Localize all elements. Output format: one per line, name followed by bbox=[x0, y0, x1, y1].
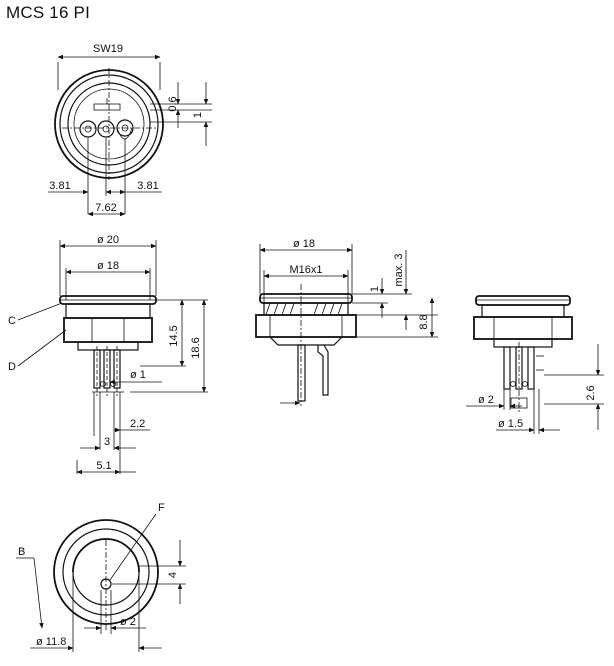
side-view-right: ø 2 ø 1.5 2.6 bbox=[466, 295, 604, 434]
thread-body bbox=[481, 304, 565, 318]
label-3-81-right: 3.81 bbox=[137, 180, 158, 192]
leader-b bbox=[33, 557, 44, 629]
label-max3: max. 3 bbox=[393, 253, 405, 286]
hex-nut bbox=[63, 317, 153, 343]
label-phi11-8: ø 11.8 bbox=[36, 636, 66, 648]
front-view: SW19 0.6 1 3.81 3.81 7.62 bbox=[48, 43, 212, 217]
label-8-8: 8.8 bbox=[418, 314, 430, 329]
back-body bbox=[77, 341, 139, 351]
pin-hole bbox=[100, 381, 106, 387]
pin-left-core bbox=[84, 125, 92, 133]
callout-f: F bbox=[158, 502, 165, 514]
label-phi18-left: ø 18 bbox=[97, 260, 119, 272]
label-phi2-right: ø 2 bbox=[478, 394, 494, 406]
back-body bbox=[269, 336, 343, 346]
pin-bent bbox=[317, 344, 329, 396]
label-3: 3 bbox=[104, 436, 110, 448]
leader-c bbox=[17, 302, 63, 321]
label-m16x1: M16x1 bbox=[289, 264, 322, 276]
label-1-top: 1 bbox=[192, 112, 204, 118]
label-phi18-mid: ø 18 bbox=[293, 238, 315, 250]
drawing-title: MCS 16 PI bbox=[6, 3, 90, 22]
leader-d bbox=[17, 329, 67, 367]
hex-nut bbox=[255, 314, 357, 338]
pin-left bbox=[79, 120, 97, 138]
pin bbox=[503, 346, 511, 390]
key-slot bbox=[93, 103, 121, 111]
label-4: 4 bbox=[167, 572, 179, 578]
pin-right bbox=[116, 119, 134, 137]
pin-center-core bbox=[102, 125, 110, 133]
label-0-6: 0.6 bbox=[167, 96, 179, 111]
label-phi1-5: ø 1.5 bbox=[498, 418, 523, 430]
label-phi2-bottom: ø 2 bbox=[120, 616, 136, 628]
flange bbox=[475, 295, 571, 306]
flange bbox=[259, 293, 353, 304]
callout-c: C bbox=[8, 315, 16, 327]
label-18-6: 18.6 bbox=[190, 337, 202, 358]
pin-hole bbox=[510, 381, 516, 387]
thread-hatch bbox=[265, 302, 343, 316]
pin bbox=[297, 344, 306, 402]
panel-cutout-view: F B 4 ø 2 ø 11.8 bbox=[16, 502, 186, 652]
thread-body bbox=[65, 303, 151, 319]
label-phi1: ø 1 bbox=[130, 369, 146, 381]
pin-end bbox=[510, 397, 528, 409]
side-view-left: ø 20 ø 18 14.5 18.6 ø 1 2.2 3 5.1 C D bbox=[8, 234, 208, 475]
hex-nut bbox=[473, 316, 573, 340]
label-14-5: 14.5 bbox=[168, 325, 180, 346]
label-1-mid: 1 bbox=[369, 286, 381, 292]
label-phi20: ø 20 bbox=[97, 234, 119, 246]
label-7-62: 7.62 bbox=[95, 202, 116, 214]
cutout-arc bbox=[72, 538, 140, 573]
label-2-6: 2.6 bbox=[585, 385, 597, 400]
back-body bbox=[493, 338, 553, 348]
pin bbox=[527, 346, 535, 390]
pin-center bbox=[97, 120, 115, 138]
label-2-2: 2.2 bbox=[130, 418, 145, 430]
label-3-81-left: 3.81 bbox=[49, 180, 70, 192]
callout-b: B bbox=[18, 546, 25, 558]
leader-f bbox=[109, 513, 157, 581]
thread-body bbox=[263, 302, 349, 316]
pin-right-arc bbox=[116, 127, 133, 140]
callout-d: D bbox=[8, 361, 16, 373]
label-sw19: SW19 bbox=[93, 43, 123, 55]
pin-hole bbox=[522, 381, 528, 387]
side-view-middle: ø 18 M16x1 1 max. 3 8.8 bbox=[255, 238, 438, 406]
label-5-1: 5.1 bbox=[96, 460, 111, 472]
